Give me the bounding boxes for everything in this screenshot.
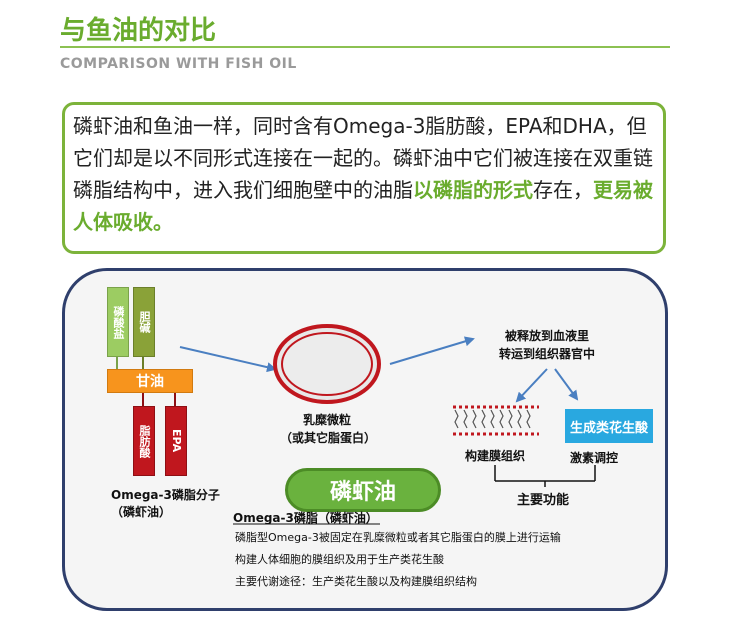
phosphate-block: 磷酸盐 [107,287,129,357]
phospholipid-diagram: 磷酸盐 胆碱 甘油 脂肪酸 EPA Omega-3磷脂分子（磷虾油） 乳糜微粒 … [62,268,668,611]
krill-oil-label: 磷虾油 [285,468,441,512]
choline-block: 胆碱 [133,287,155,357]
diagram-graphics [116,324,596,525]
page-subtitle: COMPARISON WITH FISH OIL [60,56,297,72]
intro-text: 磷虾油和鱼油一样，同时含有Omega-3脂肪酸，EPA和DHA，但它们却是以不同… [73,114,653,202]
page-title: 与鱼油的对比 [60,16,217,46]
note-line-3: 主要代谢途径：生产类花生酸以及构建膜组织结构 [235,575,477,588]
epa-label: EPA [170,429,183,453]
notes-heading: Omega-3磷脂（磷虾油） [233,511,378,525]
note-line-1: 磷脂型Omega-3被固定在乳糜微粒或者其它脂蛋白的膜上进行运输 [235,531,561,544]
title-divider [60,46,670,48]
micelle-inner-ring [281,332,373,396]
micelle-sublabel: （或其它脂蛋白） [280,431,377,445]
transport-line-2: 转运到组织器官中 [499,347,596,361]
choline-label: 胆碱 [138,311,151,333]
fatty-acid-block: 脂肪酸 [133,406,155,476]
epa-block: EPA [165,406,187,476]
arrow-to-membrane [515,368,548,403]
note-line-2: 构建人体细胞的膜组织及用于生产类花生酸 [235,553,444,566]
membrane-bilayer [453,405,539,436]
fatty-acid-label: 脂肪酸 [138,424,151,458]
micelle-label: 乳糜微粒 [303,413,352,427]
glycerol-bar: 甘油 [107,369,193,393]
intro-text-box: 磷虾油和鱼油一样，同时含有Omega-3脂肪酸，EPA和DHA，但它们却是以不同… [62,102,666,254]
main-function-label: 主要功能 [517,493,570,508]
molecule-caption: Omega-3磷脂分子（磷虾油） [111,488,220,519]
transport-line-1: 被释放到血液里 [505,329,590,343]
intro-highlight-phospholipid: 以磷脂的形式 [413,178,533,202]
intro-highlight-absorb: 更易被人体吸收。 [73,178,653,234]
arrow-to-blood [389,336,475,365]
glycerol-label: 甘油 [136,374,164,390]
hormone-label: 激素调控 [570,451,619,465]
arrow-to-micelle [179,346,277,373]
phosphate-label: 磷酸盐 [112,305,125,339]
eicosanoid-box: 生成类花生酸 [565,409,653,443]
intro-text-2: 存在， [533,178,593,202]
membrane-label: 构建膜组织 [465,449,526,463]
arrow-to-eicosanoid [554,368,579,401]
